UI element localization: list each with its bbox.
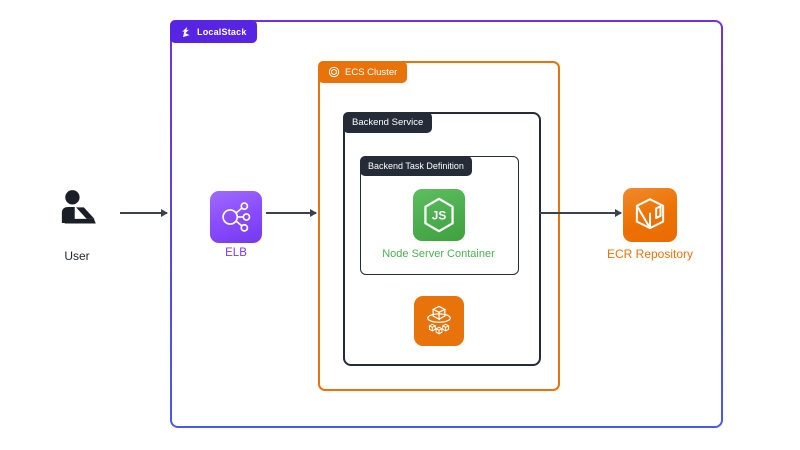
backend-service-tab: Backend Service <box>343 112 433 133</box>
ecs-cluster-tab-label: ECS Cluster <box>345 66 398 78</box>
arrow-backend-service-to-ecr <box>539 209 622 216</box>
backend-service-box <box>343 112 541 366</box>
elb-label: ELB <box>225 247 247 259</box>
backend-service-tab-label: Backend Service <box>352 117 424 128</box>
nodejs-hexagon-icon: JS <box>418 194 460 236</box>
node-server-container-label: Node Server Container <box>382 248 495 260</box>
localstack-tab-label: LocalStack <box>197 26 247 37</box>
ecs-cluster-tab: ECS Cluster <box>318 61 408 83</box>
backend-task-definition-tab-label: Backend Task Definition <box>368 161 464 171</box>
arrow-user-to-localstack <box>120 209 168 216</box>
backend-task-definition-tab: Backend Task Definition <box>360 156 472 176</box>
nodejs-icon-text: JS <box>432 208 447 222</box>
ecs-service-cube-icon <box>419 301 459 341</box>
localstack-tab: LocalStack <box>170 20 257 43</box>
user-node <box>55 188 99 236</box>
user-label: User <box>64 249 90 263</box>
ecr-repository-label: ECR Repository <box>606 247 694 261</box>
user-at-laptop-icon <box>55 190 99 240</box>
ecr-repository-node <box>623 188 677 242</box>
localstack-logo-icon <box>180 26 192 38</box>
ecs-service-node <box>414 296 464 346</box>
arrow-elb-to-ecs-cluster <box>266 209 317 216</box>
elb-node <box>210 191 262 243</box>
ecs-cluster-box <box>318 61 560 391</box>
elb-load-balancer-icon <box>216 197 256 237</box>
ecs-cluster-icon <box>328 66 340 78</box>
node-server-container-node: JS <box>413 189 465 241</box>
ecr-cube-icon <box>629 194 671 236</box>
